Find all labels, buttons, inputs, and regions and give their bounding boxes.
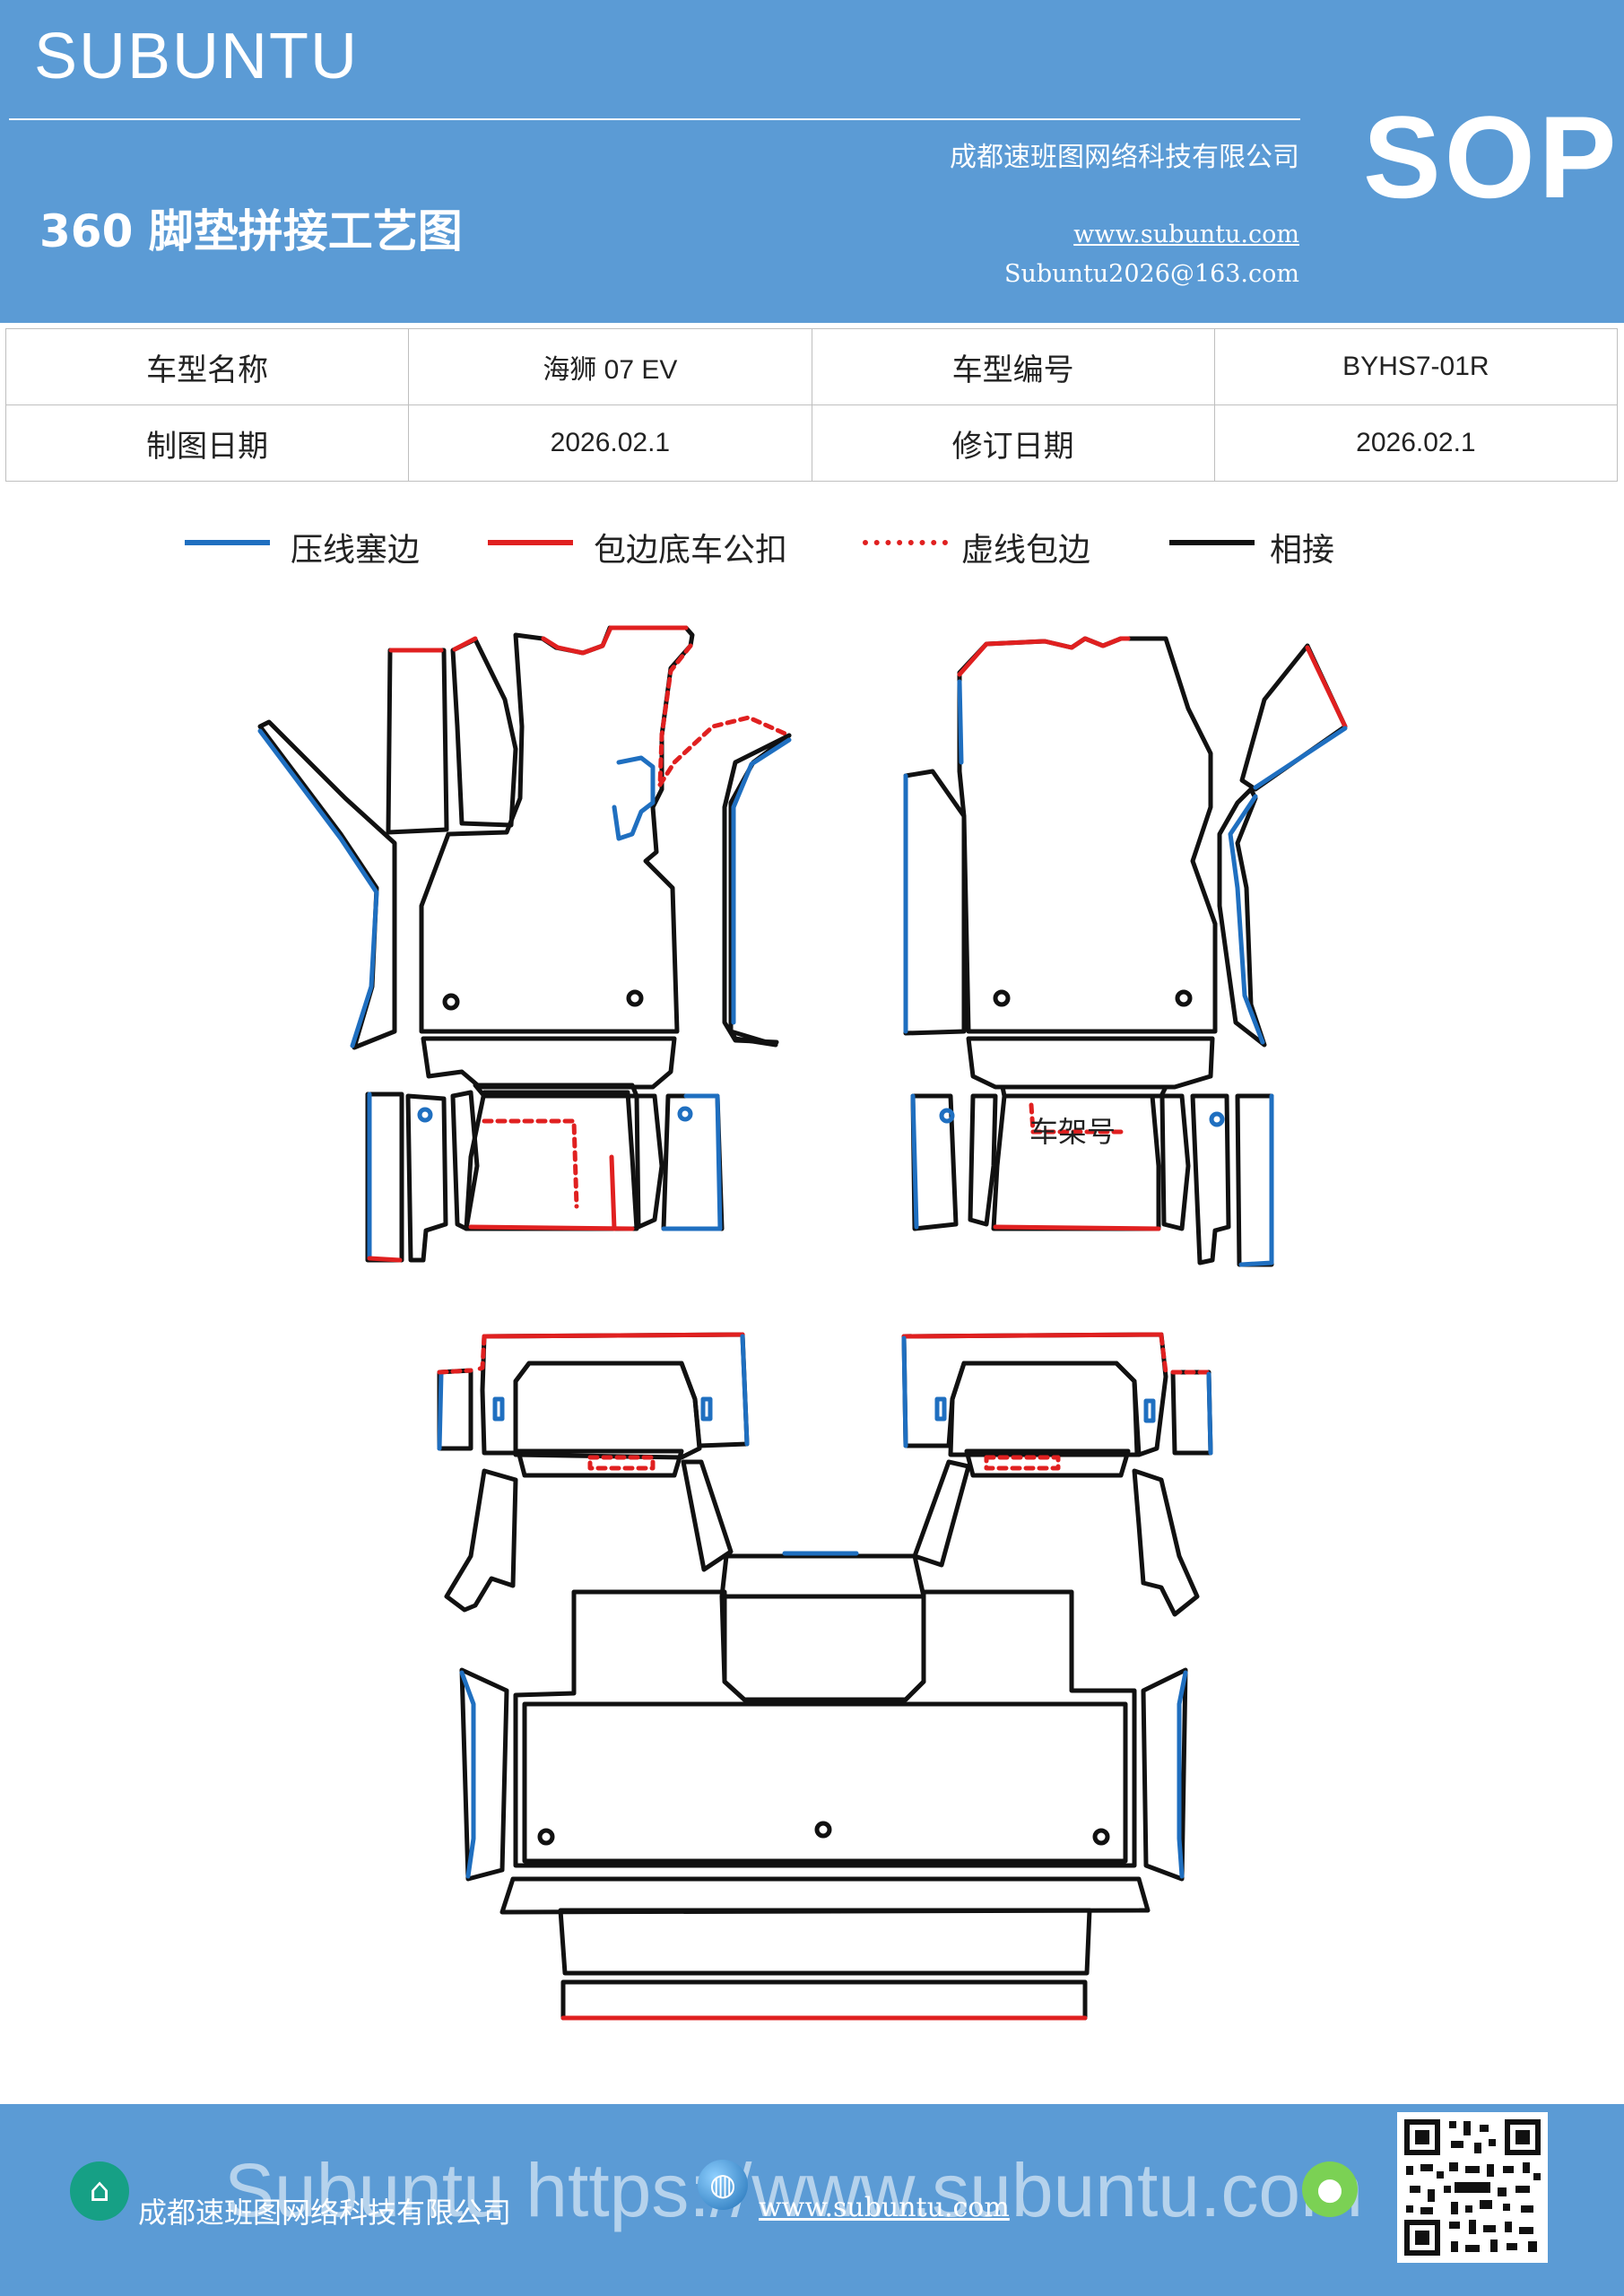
- legend: 压线塞边 包边底车公扣 虚线包边 相接: [0, 529, 1624, 569]
- email-address: Subuntu2026@163.com: [1004, 260, 1299, 288]
- table-cell: 海狮 07 EV: [408, 328, 812, 405]
- sop-badge: SOP: [1363, 91, 1620, 222]
- legend-swatch: [488, 540, 573, 545]
- table-cell: 车型编号: [811, 328, 1215, 405]
- rear-mat-group: [437, 1332, 1213, 2021]
- wechat-icon: ●: [1302, 2161, 1358, 2217]
- legend-label: 压线塞边: [291, 532, 421, 569]
- table-row: 制图日期 2026.02.1 修订日期 2026.02.1: [4, 404, 1619, 482]
- table-cell: 2026.02.1: [1213, 404, 1619, 482]
- globe-icon: ◍: [698, 2160, 748, 2210]
- table-cell: 车型名称: [4, 328, 410, 405]
- table-row: 车型名称 海狮 07 EV 车型编号 BYHS7-01R: [4, 328, 1619, 405]
- table-cell: BYHS7-01R: [1213, 328, 1619, 405]
- legend-label: 虚线包边: [961, 532, 1091, 569]
- legend-swatch: [863, 540, 948, 545]
- header-banner: [0, 0, 1624, 323]
- website-link[interactable]: www.subuntu.com: [1073, 221, 1299, 248]
- table-cell: 修订日期: [811, 404, 1215, 482]
- vehicle-info-table: 车型名称 海狮 07 EV 车型编号 BYHS7-01R 制图日期 2026.0…: [4, 328, 1619, 482]
- legend-label: 相接: [1270, 532, 1335, 569]
- table-cell: 2026.02.1: [408, 404, 812, 482]
- footer-company-name: 成都速班图网络科技有限公司: [138, 2196, 512, 2230]
- legend-swatch: [1169, 540, 1255, 545]
- legend-label: 包边底车公扣: [594, 532, 788, 569]
- header-divider: [9, 118, 1300, 120]
- footer-watermark: Subuntu https://www.subuntu.com: [224, 2148, 1364, 2232]
- footer-website-link[interactable]: www.subuntu.com: [759, 2192, 1010, 2223]
- document-title: 360 脚垫拼接工艺图: [39, 205, 463, 257]
- company-name: 成都速班图网络科技有限公司: [950, 142, 1299, 173]
- frame-number-label: 车架号: [1029, 1115, 1116, 1149]
- passenger-mat-group: 车架号: [903, 636, 1348, 1267]
- qr-code: [1397, 2112, 1548, 2263]
- driver-mat-group: [257, 625, 792, 1263]
- legend-swatch: [185, 540, 270, 545]
- brand-logo: SUBUNTU: [34, 21, 360, 92]
- table-cell: 制图日期: [4, 404, 410, 482]
- building-icon: ⌂: [70, 2161, 129, 2221]
